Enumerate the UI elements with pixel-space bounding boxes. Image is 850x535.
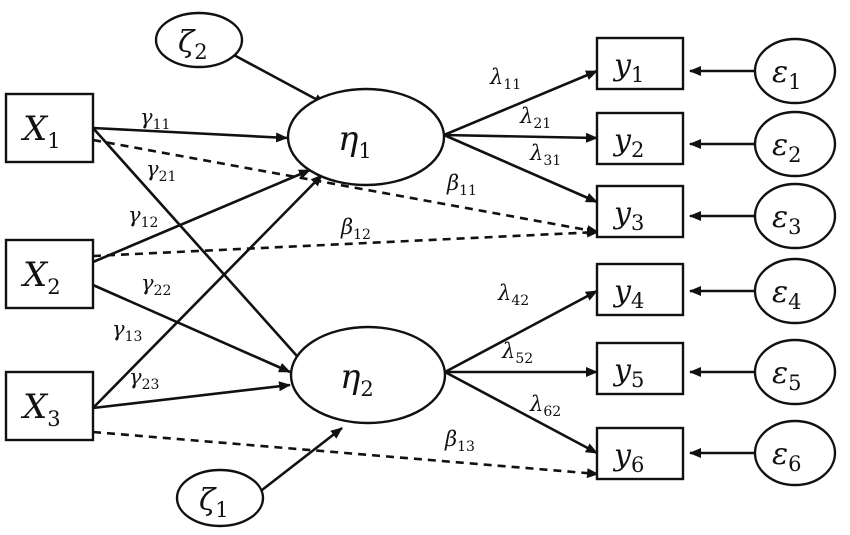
node-y2-label: y2 [612, 123, 644, 162]
edge-eta2-y4 [444, 289, 598, 374]
node-x3: X3 [4, 370, 95, 442]
edge-label-l42: λ42 [497, 281, 529, 309]
node-e2-label: ε2 [772, 128, 801, 167]
node-y4-label: y4 [612, 274, 644, 313]
edge-label-b12: β12 [340, 215, 371, 243]
node-e4-label: ε4 [772, 275, 801, 314]
edge-x1-eta1 [92, 126, 288, 143]
edge-label-g23: γ23 [129, 365, 159, 393]
node-zeta2-label: ζ2 [178, 25, 208, 64]
edge-x2-eta2 [92, 283, 291, 374]
node-x2: X2 [4, 238, 95, 310]
node-y4: y4 [595, 262, 685, 317]
edge-zeta1-eta2 [261, 426, 343, 492]
node-y5-label: y5 [612, 353, 644, 392]
edge-label-l21: λ21 [519, 104, 551, 132]
node-e1-label: ε1 [772, 55, 801, 94]
edge-x3-y6 [92, 430, 599, 479]
node-zeta2: ζ2 [154, 11, 244, 69]
edge-eta2-y6 [444, 370, 598, 455]
node-e5-label: ε5 [772, 356, 801, 395]
edge-label-b11: β11 [446, 171, 477, 199]
node-e5: ε5 [753, 338, 837, 406]
edge-label-l11: λ11 [489, 65, 521, 93]
edge-label-g11: γ11 [140, 105, 170, 133]
node-e1: ε1 [753, 37, 837, 105]
node-zeta1: ζ1 [175, 468, 265, 528]
edge-x3-eta2 [92, 381, 291, 410]
edge-label-g21: γ21 [146, 157, 176, 185]
node-e3: ε3 [753, 182, 837, 250]
edge-x1-eta2 [92, 127, 306, 366]
edge-x2-eta1 [92, 168, 311, 264]
edge-x3-eta1 [92, 174, 323, 409]
node-y6: y6 [595, 426, 685, 481]
node-e6: ε6 [753, 419, 837, 487]
node-eta2-label: η2 [340, 357, 374, 401]
nodes: X1 X2 X3 η1 η2 ζ2 ζ1 [4, 11, 837, 528]
node-y3: y3 [595, 184, 685, 239]
edge-label-g12: γ12 [128, 203, 158, 231]
node-x1: X1 [4, 92, 95, 164]
node-y5: y5 [595, 341, 685, 396]
node-y3-label: y3 [612, 196, 644, 235]
node-y6-label: y6 [612, 438, 644, 477]
edge-labels: γ11 γ21 γ12 γ22 γ13 γ23 β11 β12 β13 λ11 … [112, 65, 561, 455]
node-eta1: η1 [286, 87, 446, 187]
edge-eta1-y3 [443, 133, 598, 204]
edge-label-g22: γ22 [141, 271, 171, 299]
edge-label-b13: β13 [444, 427, 475, 455]
node-y2: y2 [595, 111, 685, 166]
edges [92, 52, 755, 492]
edge-label-l62: λ62 [529, 392, 561, 420]
node-zeta1-label: ζ1 [199, 483, 229, 522]
edge-zeta2-eta1 [231, 52, 326, 106]
node-eta1-label: η1 [338, 119, 372, 163]
node-y1-label: y1 [612, 48, 644, 87]
node-x3-label: X3 [20, 387, 61, 431]
edge-label-l52: λ52 [501, 339, 533, 367]
node-eta2: η2 [289, 325, 447, 425]
node-e3-label: ε3 [772, 200, 801, 239]
node-y1: y1 [595, 36, 685, 91]
edge-label-l31: λ31 [529, 141, 561, 169]
node-x2-label: X2 [20, 255, 61, 299]
edge-x1-y3 [92, 138, 599, 235]
node-e4: ε4 [753, 257, 837, 325]
edge-label-g13: γ13 [112, 317, 142, 345]
edge-eta1-y1 [443, 69, 598, 137]
node-e2: ε2 [753, 110, 837, 178]
node-e6-label: ε6 [772, 437, 801, 476]
edge-eta1-y2 [443, 132, 598, 143]
node-x1-label: X1 [20, 109, 61, 153]
edge-x2-y3 [92, 227, 599, 258]
